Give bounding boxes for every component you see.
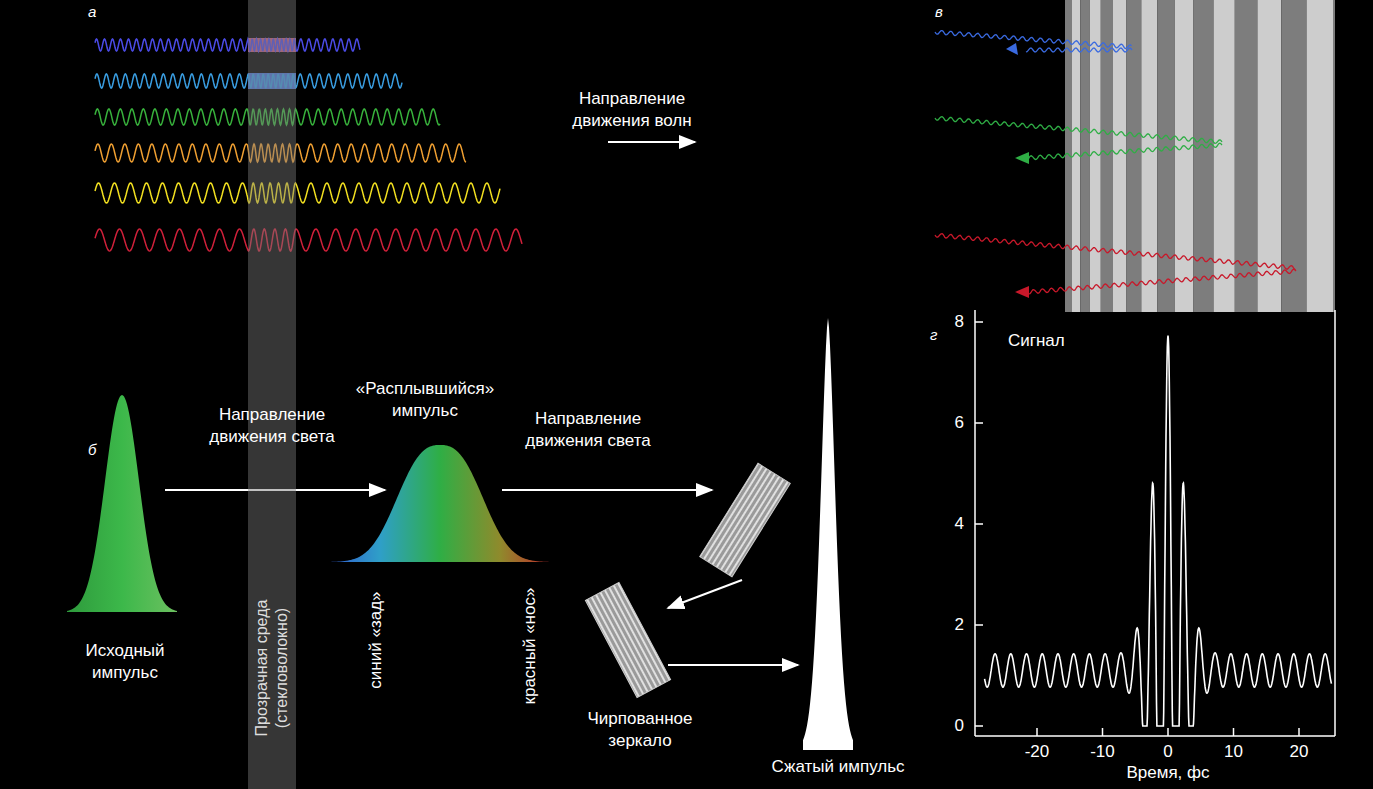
wave <box>95 229 522 251</box>
tick-label: 8 <box>955 311 964 333</box>
tick-label: -20 <box>1025 741 1050 763</box>
tick <box>975 321 983 323</box>
tick-label: 0 <box>1163 741 1172 763</box>
tick-label: -10 <box>1090 741 1115 763</box>
tick <box>1233 728 1235 736</box>
wave <box>1029 143 1223 159</box>
panel-letter: г <box>930 325 937 345</box>
spread-pulse <box>320 445 560 562</box>
axis-title: Сигнал <box>1008 330 1065 352</box>
signal-curve <box>985 336 1332 726</box>
axis-title: Время, фс <box>1126 762 1209 784</box>
arrow-head <box>1015 286 1029 298</box>
arrow-head <box>1006 43 1018 55</box>
tick-label: 6 <box>955 412 964 434</box>
direction-label: Направление движения света <box>197 404 347 448</box>
medium-label: Прозрачная среда (стекловолокно) <box>252 548 292 788</box>
wave <box>935 234 1295 270</box>
layer <box>1157 0 1174 312</box>
initial-pulse <box>67 395 177 612</box>
tick <box>1102 728 1104 736</box>
direction-label: Направление движения волн <box>557 88 707 132</box>
panel-letter: а <box>88 2 96 22</box>
tick <box>1036 728 1038 736</box>
direction-arrow <box>608 141 695 143</box>
tick-label: 20 <box>1290 741 1309 763</box>
arrow-head <box>1015 152 1029 164</box>
layer <box>1141 0 1157 312</box>
pulse-edge-label: красный «нос» <box>519 588 541 705</box>
wave <box>935 117 1222 144</box>
wave <box>1029 269 1296 294</box>
tick-label: 2 <box>955 614 964 636</box>
compressed-pulse <box>803 318 853 750</box>
layer <box>1194 0 1214 312</box>
pulse-label: Исходный импульс <box>65 640 185 684</box>
wave <box>935 31 1132 49</box>
layer <box>1333 0 1335 312</box>
layer <box>1214 0 1235 312</box>
layer <box>1235 0 1258 312</box>
tick-label: 10 <box>1224 741 1243 763</box>
bragg-stripes <box>1065 0 1335 312</box>
layer <box>1307 0 1334 312</box>
direction-arrow <box>502 489 712 491</box>
layer <box>1127 0 1142 312</box>
direction-label: Направление движения света <box>508 408 668 452</box>
tick-label: 0 <box>955 715 964 737</box>
tick <box>1298 728 1300 736</box>
tick <box>975 523 983 525</box>
pulse-label: Сжатый импульс <box>771 756 904 778</box>
wave <box>95 39 360 51</box>
plot-frame <box>975 310 1335 736</box>
reflected-waves <box>935 31 1296 294</box>
tick <box>975 624 983 626</box>
chirped-mirror <box>585 583 670 698</box>
layer <box>1175 0 1194 312</box>
reflection-arrow <box>668 664 798 666</box>
tick-label: 4 <box>955 513 964 535</box>
wave <box>1026 48 1132 52</box>
medium-band: Прозрачная среда (стекловолокно) <box>248 0 296 789</box>
panel-letter: в <box>935 2 943 22</box>
wave <box>95 183 500 203</box>
tick <box>1167 728 1169 736</box>
tick <box>975 422 983 424</box>
chirped-mirror <box>700 463 791 576</box>
wave-rows <box>95 38 522 251</box>
layer <box>1281 0 1306 312</box>
tick <box>975 725 983 727</box>
reflection-arrow <box>668 580 742 608</box>
mirror-label: Чирпованное зеркало <box>570 708 710 752</box>
pulse-edge-label: синий «зад» <box>365 591 387 688</box>
pulse-label: «Расплывшийся» импульс <box>340 378 510 422</box>
panel-letter: б <box>88 440 96 460</box>
